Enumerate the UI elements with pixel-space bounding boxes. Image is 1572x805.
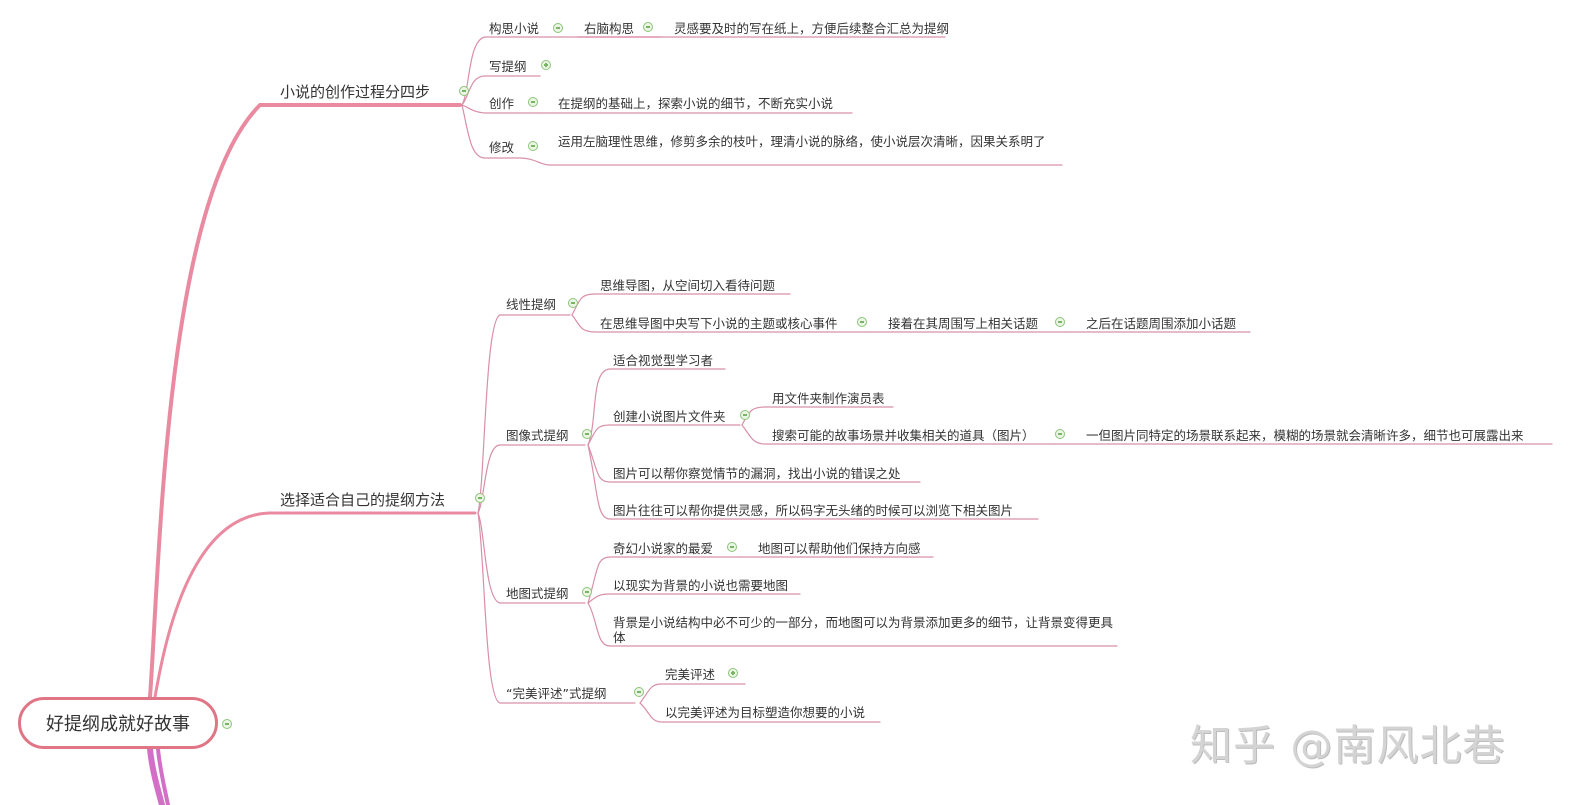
- collapse-toggle-icon[interactable]: [727, 542, 737, 552]
- node-shape-novel[interactable]: 以完美评述为目标塑造你想要的小说: [665, 705, 866, 720]
- collapse-toggle-icon[interactable]: [528, 97, 538, 107]
- node-image-outline[interactable]: 图像式提纲: [506, 428, 569, 443]
- node-direction-sense[interactable]: 地图可以帮助他们保持方向感: [758, 541, 921, 556]
- node-visual-learners[interactable]: 适合视觉型学习者: [613, 353, 714, 368]
- collapse-toggle-root-icon[interactable]: [222, 719, 232, 729]
- node-create-detail[interactable]: 在提纲的基础上，探索小说的细节，不断充实小说: [558, 96, 834, 111]
- node-right-brain[interactable]: 右脑构思: [584, 21, 635, 36]
- collapse-toggle-icon[interactable]: [857, 317, 867, 327]
- node-inspiration[interactable]: 灵感要及时的写在纸上，方便后续整合汇总为提纲: [674, 21, 950, 36]
- node-realistic-maps[interactable]: 以现实为背景的小说也需要地图: [613, 578, 789, 593]
- node-background-detail[interactable]: 背景是小说结构中必不可少的一部分，而地图可以为背景添加更多的细节，让背景变得更具…: [613, 615, 1114, 645]
- node-fantasy-favorite[interactable]: 奇幻小说家的最爱: [613, 541, 714, 556]
- node-perfect-review[interactable]: 完美评述: [665, 667, 716, 682]
- node-inspiration-images[interactable]: 图片往往可以帮你提供灵感，所以码字无头绪的时候可以浏览下相关图片: [613, 503, 1014, 518]
- collapse-toggle-icon[interactable]: [582, 429, 592, 439]
- watermark: 知乎 @南风北巷: [1190, 721, 1506, 770]
- node-linear-outline[interactable]: 线性提纲: [506, 297, 557, 312]
- node-plot-holes[interactable]: 图片可以帮你察觉情节的漏洞，找出小说的错误之处: [613, 466, 901, 481]
- collapse-toggle-icon[interactable]: [568, 298, 578, 308]
- node-create[interactable]: 创作: [489, 96, 515, 111]
- root-node[interactable]: 好提纲成就好故事: [18, 697, 218, 749]
- collapse-toggle-icon[interactable]: [528, 141, 538, 151]
- collapse-toggle-icon[interactable]: [459, 86, 469, 96]
- collapse-toggle-icon[interactable]: [634, 687, 644, 697]
- collapse-toggle-icon[interactable]: [1055, 429, 1065, 439]
- collapse-toggle-icon[interactable]: [643, 22, 653, 32]
- node-related-topics[interactable]: 接着在其周围写上相关话题: [888, 316, 1039, 331]
- expand-toggle-icon[interactable]: [541, 60, 551, 70]
- collapse-toggle-icon[interactable]: [740, 410, 750, 420]
- branch-creation-process[interactable]: 小说的创作过程分四步: [280, 83, 431, 101]
- expand-toggle-icon[interactable]: [728, 668, 738, 678]
- node-perfect-review-outline[interactable]: “完美评述”式提纲: [506, 686, 607, 701]
- node-cast-list[interactable]: 用文件夹制作演员表: [772, 391, 885, 406]
- node-search-scenes[interactable]: 搜索可能的故事场景并收集相关的道具（图片）: [772, 428, 1035, 443]
- collapse-toggle-icon[interactable]: [1055, 317, 1065, 327]
- node-image-folder[interactable]: 创建小说图片文件夹: [613, 409, 726, 424]
- node-revise-detail[interactable]: 运用左脑理性思维，修剪多余的枝叶，理清小说的脉络，使小说层次清晰，因果关系明了: [558, 134, 1046, 149]
- collapse-toggle-icon[interactable]: [582, 587, 592, 597]
- collapse-toggle-icon[interactable]: [475, 493, 485, 503]
- collapse-toggle-icon[interactable]: [553, 23, 563, 33]
- node-sub-topics[interactable]: 之后在话题周围添加小话题: [1086, 316, 1237, 331]
- node-write-outline[interactable]: 写提纲: [489, 59, 527, 74]
- root-label: 好提纲成就好故事: [46, 714, 190, 735]
- node-conceive-novel[interactable]: 构思小说: [489, 21, 540, 36]
- node-mindmap-space[interactable]: 思维导图，从空间切入看待问题: [600, 278, 776, 293]
- branch-choose-method[interactable]: 选择适合自己的提纲方法: [280, 491, 446, 509]
- node-mindmap-center[interactable]: 在思维导图中央写下小说的主题或核心事件: [600, 316, 838, 331]
- node-revise[interactable]: 修改: [489, 140, 515, 155]
- node-map-outline[interactable]: 地图式提纲: [506, 586, 569, 601]
- node-scene-clarity[interactable]: 一但图片同特定的场景联系起来，模糊的场景就会清晰许多，细节也可展露出来: [1086, 428, 1524, 443]
